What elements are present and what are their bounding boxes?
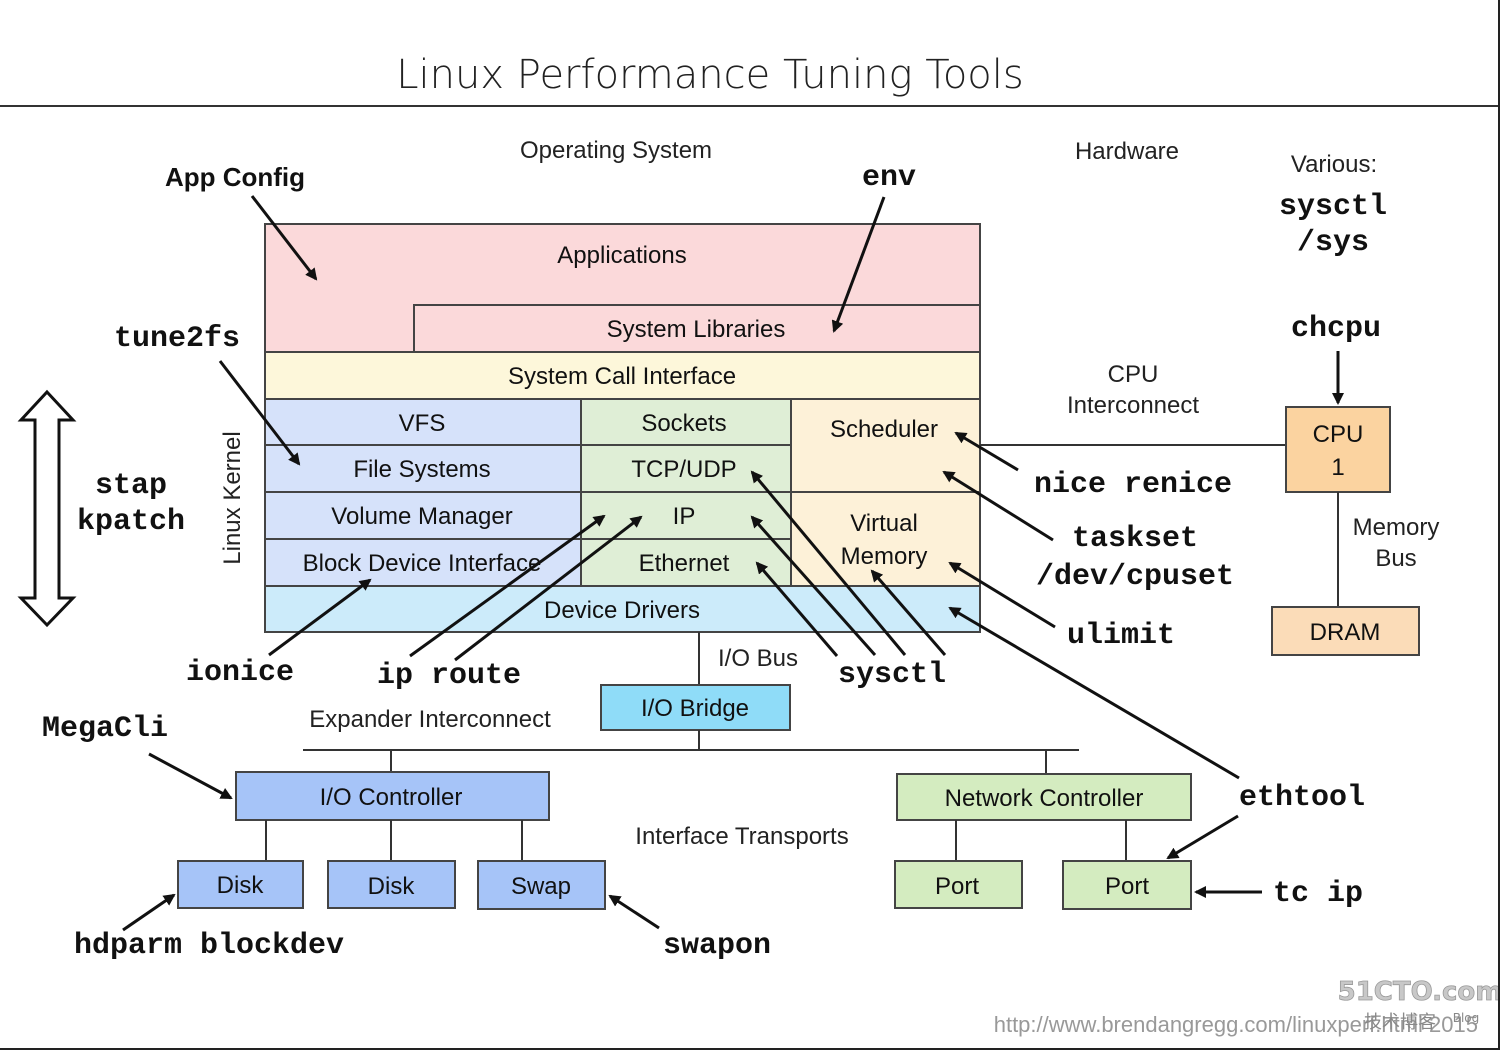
cpu-interconnect-label-line2: Interconnect <box>1067 392 1199 419</box>
disk1-box <box>177 860 304 909</box>
tool-chcpu: chcpu <box>1291 312 1381 346</box>
disk2-label: Disk <box>368 873 416 900</box>
arrow-sysctl-tcp <box>750 470 907 656</box>
dram-box <box>1271 606 1420 656</box>
tool-hdparm-blockdev: hdparm blockdev <box>74 929 344 963</box>
heading-operating-system: Operating System <box>520 137 712 164</box>
tool-sysctl-various: sysctl <box>1279 190 1387 224</box>
expander-interconnect-label: Expander Interconnect <box>309 706 551 733</box>
swap-label: Swap <box>511 873 571 900</box>
io-controller-box <box>235 771 550 821</box>
memory-bus-label-line1: Memory <box>1353 514 1440 541</box>
block-device-interface-label: Block Device Interface <box>303 550 542 577</box>
watermark-subtitle: 技术博客 <box>1364 1012 1436 1033</box>
network-controller-box <box>896 773 1192 821</box>
tool-dev-cpuset: /dev/cpuset <box>1036 560 1234 594</box>
device-drivers-label: Device Drivers <box>544 597 700 624</box>
tool-tc-ip: tc ip <box>1273 877 1363 911</box>
arrow-swapon <box>608 894 660 930</box>
tool-megacli: MegaCli <box>42 712 168 746</box>
dram-label: DRAM <box>1310 619 1381 646</box>
io-bus-label: I/O Bus <box>718 645 798 672</box>
system-libraries-label: System Libraries <box>607 316 786 343</box>
cpu-box <box>1285 406 1391 493</box>
file-systems-label: File Systems <box>353 456 490 483</box>
virtual-memory-label-line1: Virtual <box>850 510 918 537</box>
ip-layer-label: IP <box>673 503 696 530</box>
io-bridge-label: I/O Bridge <box>641 695 749 722</box>
scheduler-label: Scheduler <box>830 416 938 443</box>
heading-various: Various: <box>1291 151 1377 178</box>
cpu-label: CPU <box>1313 421 1364 448</box>
arrow-tune2fs <box>218 360 301 466</box>
diagram-title: Linux Performance Tuning Tools <box>396 52 1023 98</box>
arrow-ulimit <box>948 561 1056 629</box>
watermark-logo: 51CTO.com <box>1338 977 1500 1007</box>
tool-swapon: swapon <box>663 929 771 963</box>
tool-taskset: taskset <box>1072 522 1198 556</box>
tool-tune2fs: tune2fs <box>114 322 240 356</box>
arrow-hdparm <box>122 893 176 932</box>
port1-label: Port <box>935 873 979 900</box>
arrow-env <box>831 196 886 333</box>
tool-ionice: ionice <box>186 656 294 690</box>
tool-ip-route: ip route <box>377 659 521 693</box>
system-libraries-box <box>413 304 981 353</box>
tool-sysctl: sysctl <box>838 658 946 692</box>
arrow-sysctl-ip <box>750 515 877 656</box>
tool-stap: stap <box>95 469 167 503</box>
tool-sys: /sys <box>1297 226 1369 260</box>
interface-transports-label: Interface Transports <box>635 823 848 850</box>
port2-box <box>1062 860 1192 910</box>
arrow-route <box>454 515 643 662</box>
arrow-sysctl-vm <box>870 569 947 656</box>
device-drivers-box <box>264 585 981 633</box>
tool-kpatch: kpatch <box>77 505 185 539</box>
tool-app-config: App Config <box>165 162 305 192</box>
watermark-blog: Blog <box>1453 1011 1480 1025</box>
disk2-box <box>327 860 456 909</box>
ip-layer-box <box>580 491 792 540</box>
arrow-megacli <box>148 752 233 800</box>
arrow-ethtool-port <box>1166 814 1239 860</box>
arrow-ionice <box>268 578 372 657</box>
tcp-udp-box <box>580 444 792 493</box>
io-controller-label: I/O Controller <box>320 784 463 811</box>
applications-label: Applications <box>557 242 686 269</box>
io-bridge-box <box>600 684 791 731</box>
tool-env: env <box>862 161 916 195</box>
network-controller-label: Network Controller <box>945 785 1144 812</box>
tool-nice-renice: nice renice <box>1034 468 1232 502</box>
virtual-memory-box <box>790 491 981 587</box>
tcp-udp-label: TCP/UDP <box>631 456 736 483</box>
system-call-interface-label: System Call Interface <box>508 363 736 390</box>
arrow-taskset <box>942 470 1054 542</box>
disk1-label: Disk <box>217 872 265 899</box>
ethernet-label: Ethernet <box>639 550 730 577</box>
arrow-sysctl-ethernet <box>755 561 839 657</box>
arrow-app-config <box>250 195 318 281</box>
arrow-ethtool-drivers <box>948 606 1240 780</box>
sockets-label: Sockets <box>641 410 726 437</box>
volume-manager-label: Volume Manager <box>331 503 512 530</box>
cpu-number: 1 <box>1331 454 1344 481</box>
port2-label: Port <box>1105 873 1149 900</box>
virtual-memory-label-line2: Memory <box>841 543 928 570</box>
heading-hardware: Hardware <box>1075 138 1179 165</box>
source-url: http://www.brendangregg.com/linuxperf.ht… <box>994 1012 1478 1037</box>
tool-ulimit: ulimit <box>1067 619 1175 653</box>
vfs-label: VFS <box>399 410 446 437</box>
memory-bus-label-line2: Bus <box>1375 545 1416 572</box>
arrow-ip <box>409 514 606 658</box>
double-arrow-icon <box>17 389 77 628</box>
swap-box <box>477 860 606 910</box>
label-linux-kernel: Linux Kernel <box>219 431 246 564</box>
arrow-nice-renice <box>954 431 1019 472</box>
cpu-interconnect-label-line1: CPU <box>1108 361 1159 388</box>
port1-box <box>894 860 1023 909</box>
tool-ethtool: ethtool <box>1239 781 1365 815</box>
